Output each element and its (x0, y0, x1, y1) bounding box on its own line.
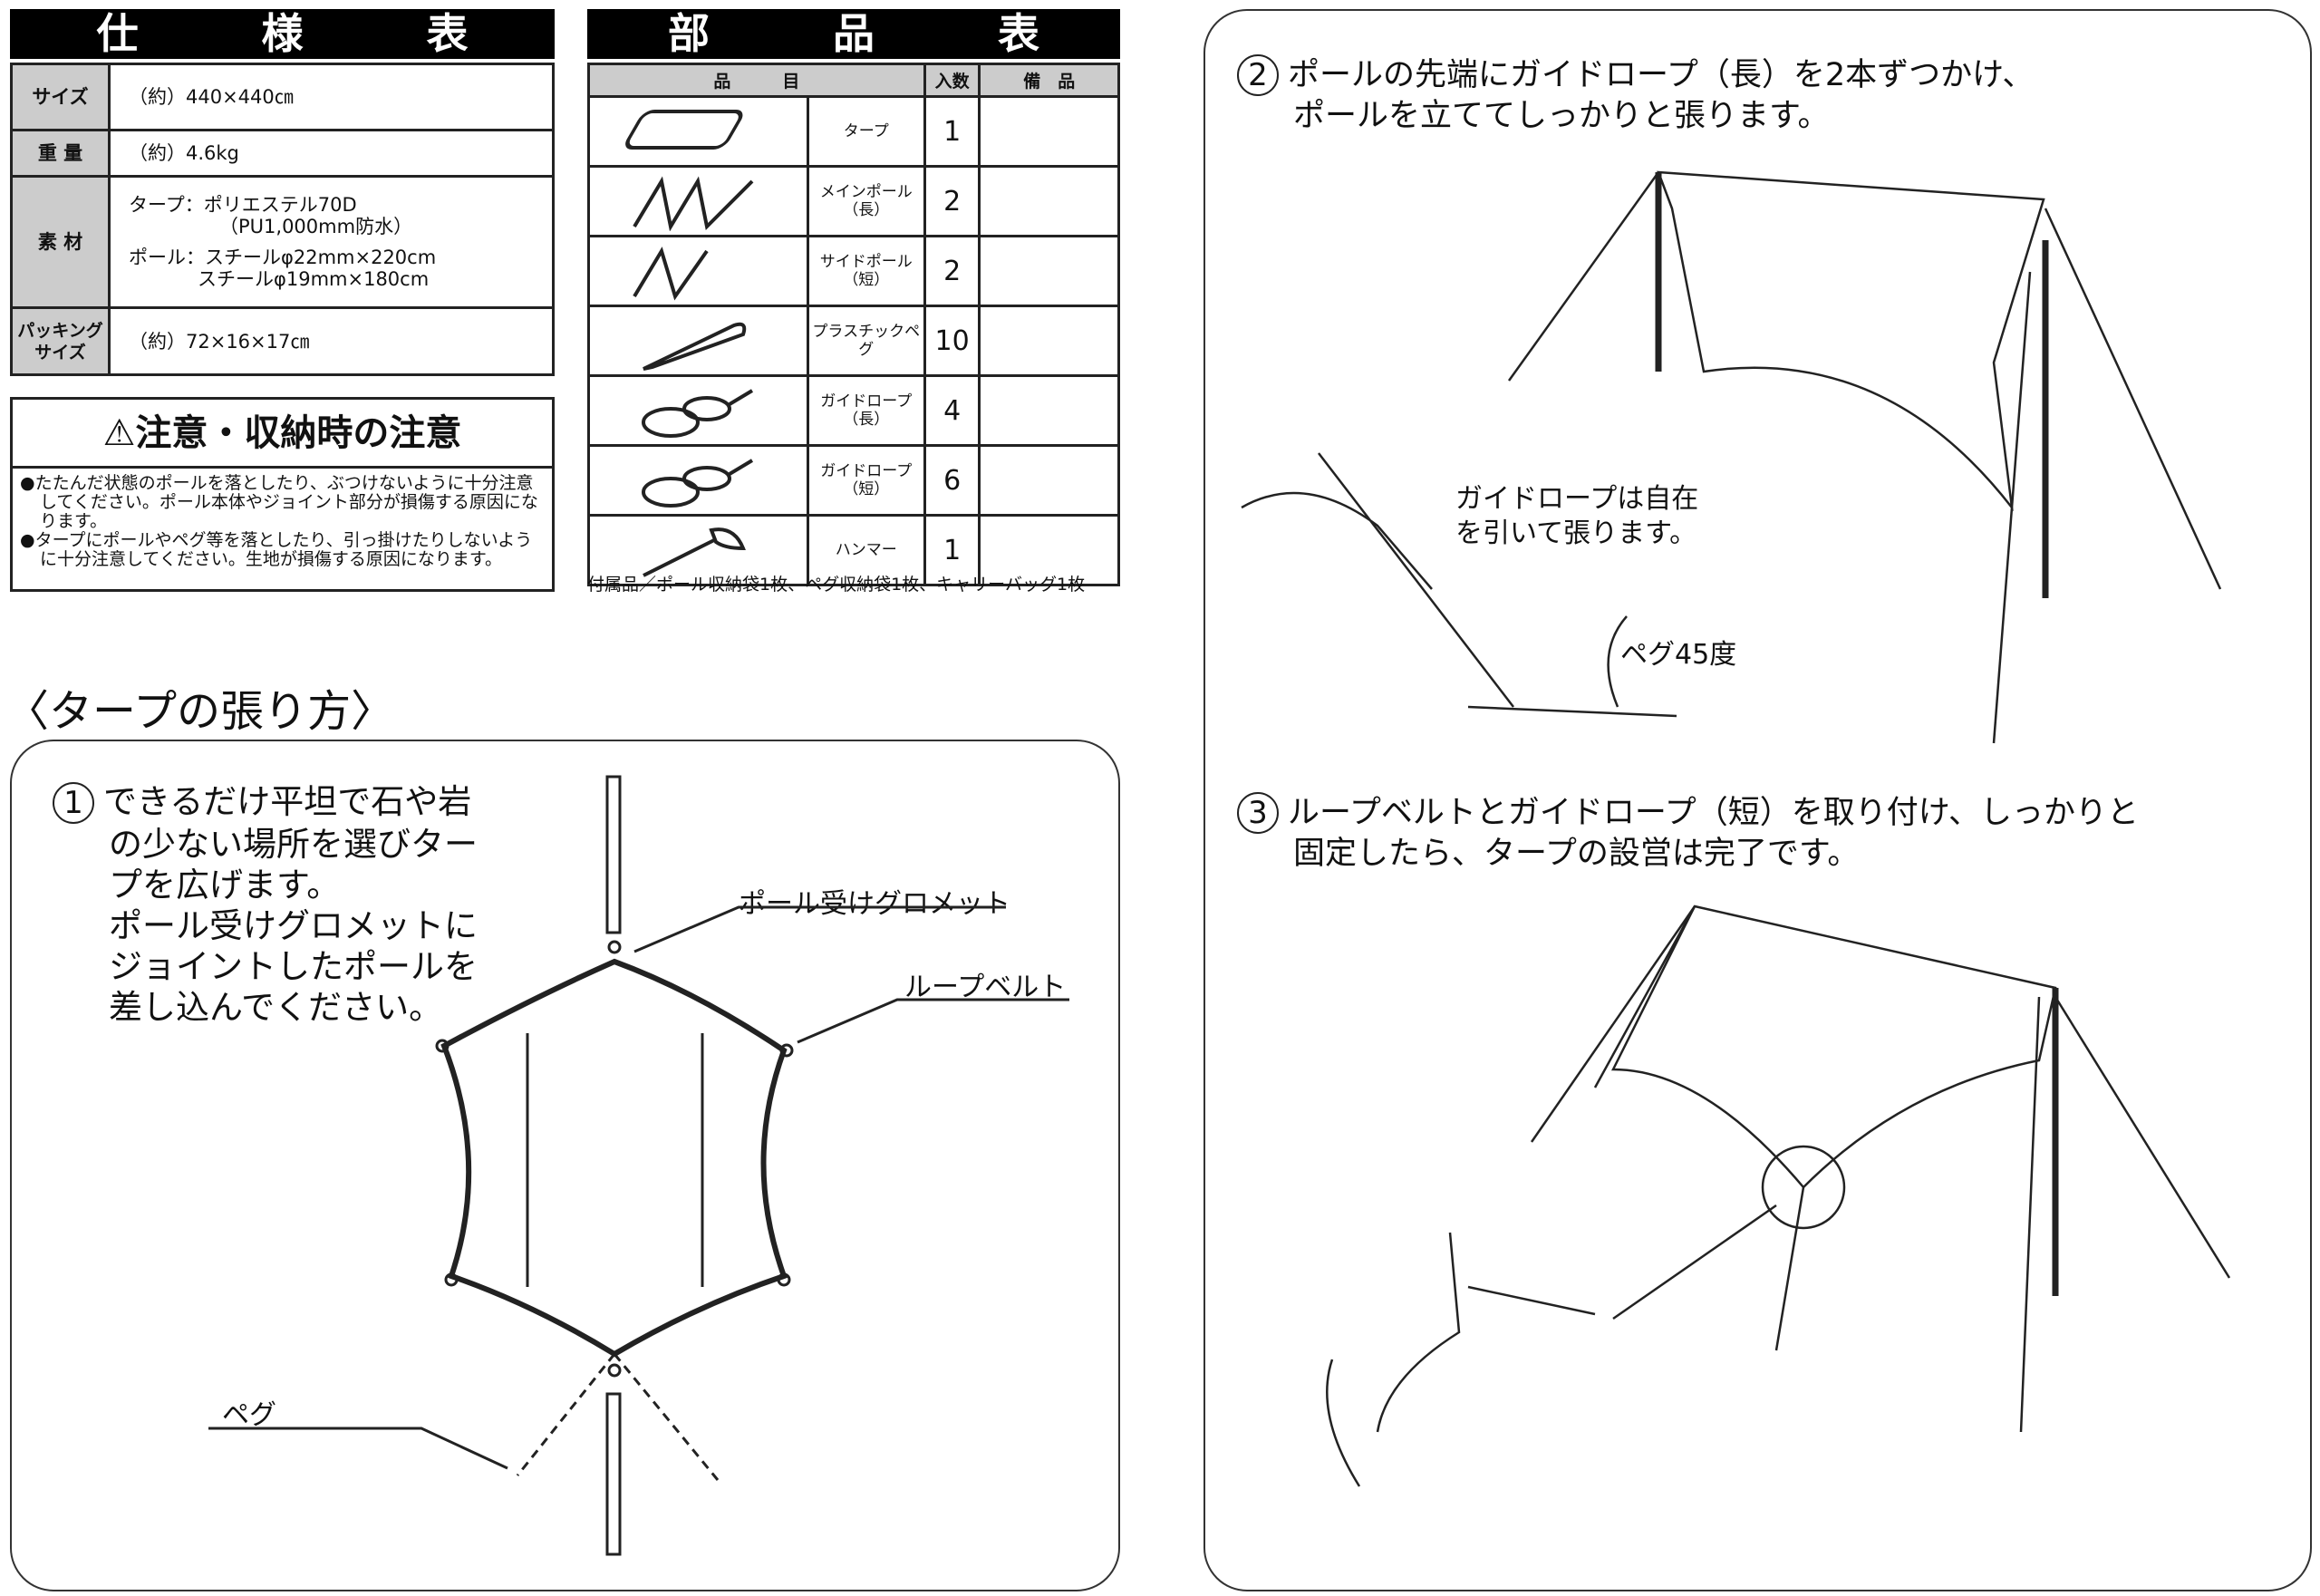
part-name: ガイドロープ（短） (806, 444, 926, 517)
part-qty: 4 (923, 374, 981, 447)
step-line: 固定したら、タープの設営は完了です。 (1293, 836, 1860, 872)
spec-label: 素 材 (10, 175, 111, 309)
spec-label: パッキング サイズ (10, 306, 111, 376)
part-note (978, 95, 1120, 168)
spec-line: タープ：ポリエステル70D (129, 194, 357, 216)
spec-value: （約）440×440㎝ (108, 63, 555, 131)
part-qty: 10 (923, 305, 981, 377)
parts-row: ガイドロープ（長）4 (587, 374, 1120, 447)
part-name: タープ (806, 95, 926, 168)
spec-label: サイズ (10, 63, 111, 131)
caution-title: 注意・収納時の注意 (135, 412, 462, 454)
parts-row: ガイドロープ（短）6 (587, 444, 1120, 517)
spec-value: （約）4.6kg (108, 129, 555, 178)
step-line: 差し込んでください。 (109, 988, 443, 1027)
step-line: の少ない場所を選びター (109, 825, 478, 864)
part-qty: 1 (923, 95, 981, 168)
parts-title: 部 品 表 (587, 9, 1120, 59)
peg-icon (643, 322, 747, 371)
part-name: ハンマー (806, 514, 926, 586)
step2-3-panel (1204, 9, 2312, 1591)
part-note (978, 235, 1120, 307)
part-name: サイドポール（短） (806, 235, 926, 307)
step1-panel (10, 740, 1120, 1591)
part-qty: 2 (923, 235, 981, 307)
step-line: プを広げます。 (109, 866, 341, 904)
step-number: 1 (53, 782, 94, 824)
spec-label: 重 量 (10, 129, 111, 178)
spec-title: 仕 様 表 (10, 9, 555, 59)
spec-value: （約）72×16×17㎝ (108, 306, 555, 376)
part-qty: 1 (923, 514, 981, 586)
caution-box: ⚠注意・収納時の注意 ●たたんだ状態のポールを落としたり、ぶつけないように十分注… (10, 397, 555, 592)
spec-line: （PU1,000mm防水） (219, 216, 413, 237)
tarp-complete-illustration-step3 (1326, 904, 2231, 1487)
spec-line: ポール：スチールφ22mm×220cm (129, 247, 437, 268)
part-qty: 6 (923, 444, 981, 517)
rope-icon (642, 459, 754, 508)
part-name: プラスチックペグ (806, 305, 926, 377)
parts-row: サイドポール（短）2 (587, 235, 1120, 307)
rope-label-2: を引いて張ります。 (1455, 517, 1697, 549)
main-pole-icon (633, 176, 754, 232)
caution-item: ●たたんだ状態のポールを落としたり、ぶつけないように十分注意してください。ポール… (20, 473, 538, 531)
step-line: ポールの先端にガイドロープ（長）を2本ずつかけ、 (1288, 57, 2035, 93)
tarp-setup-illustration-step2 (1241, 170, 2222, 744)
part-note (978, 514, 1120, 586)
part-note (978, 165, 1120, 237)
tarp-layout-diagram (208, 775, 1069, 1556)
step-line: ポールを立ててしっかりと張ります。 (1293, 98, 1830, 134)
rope-icon (642, 389, 754, 438)
step-line: できるだけ平坦で石や岩 (103, 782, 472, 821)
part-qty: 2 (923, 165, 981, 237)
col-header: 品 目 (587, 63, 926, 98)
part-name: ガイドロープ（長） (806, 374, 926, 447)
part-note (978, 305, 1120, 377)
hammer-icon (643, 527, 747, 577)
col-header: 備 品 (978, 63, 1120, 98)
peg-angle-label: ペグ45度 (1620, 639, 1737, 671)
tarp-bag-icon (625, 110, 743, 150)
peg-label: ペグ (222, 1399, 276, 1431)
col-header: 入数 (923, 63, 981, 98)
spec-table: サイズ（約）440×440㎝ 重 量（約）4.6kg 素 材 タープ：ポリエステ… (10, 63, 555, 376)
step-line: ループベルトとガイドロープ（短）を取り付け、しっかりと (1288, 795, 2140, 831)
spec-line: スチールφ19mm×180cm (198, 268, 430, 290)
step-line: ジョイントしたポールを (109, 947, 478, 986)
side-pole-icon (633, 247, 710, 301)
parts-row: メインポール（長）2 (587, 165, 1120, 237)
caution-item: ●タープにポールやペグ等を落としたり、引っ掛けたりしないように十分注意してくださ… (20, 530, 533, 569)
step-line: ポール受けグロメットに (109, 906, 478, 945)
part-note (978, 374, 1120, 447)
part-note (978, 444, 1120, 517)
warning-icon: ⚠ (102, 412, 136, 454)
parts-footnote: 付属品／ポール収納袋1枚、ペグ収納袋1枚、キャリーバッグ1枚 (587, 575, 1086, 595)
grommet-label: ポール受けグロメット (739, 888, 1010, 920)
step-number: 3 (1237, 792, 1279, 834)
howto-heading: 〈タープの張り方〉 (5, 686, 395, 737)
part-name: メインポール（長） (806, 165, 926, 237)
loop-belt-label: ループベルト (904, 972, 1067, 1003)
step-number: 2 (1237, 54, 1279, 96)
rope-label: ガイドロープは自在 (1455, 483, 1699, 515)
